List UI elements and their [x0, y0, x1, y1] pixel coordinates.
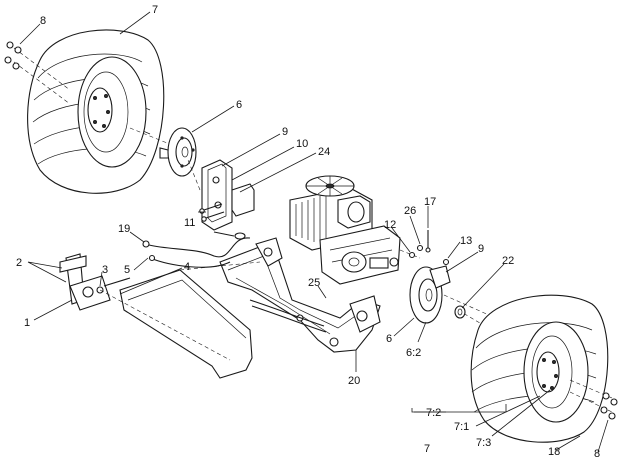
callout-6: 6 — [236, 99, 242, 111]
callout-7-3: 7:3 — [476, 437, 491, 449]
callout-9: 9 — [282, 126, 288, 138]
callout-3: 3 — [102, 264, 108, 276]
callout-12: 12 — [384, 219, 396, 231]
main-frame — [219, 237, 381, 353]
callout-5: 5 — [124, 264, 130, 276]
callout-6-2: 6:2 — [406, 347, 421, 359]
hydro-engine — [289, 175, 421, 285]
callout-4: 4 — [184, 261, 190, 273]
callout-17: 17 — [424, 196, 436, 208]
callout-2: 2 — [16, 257, 22, 269]
callout-25: 25 — [308, 277, 320, 289]
callout-26: 26 — [404, 205, 416, 217]
callout-10: 10 — [296, 138, 308, 150]
callout-8b: 8 — [594, 448, 600, 460]
hub-cap — [454, 305, 466, 319]
callout-24: 24 — [318, 146, 330, 158]
callout-9b: 9 — [478, 243, 484, 255]
brake-cable — [142, 231, 251, 268]
callout-20: 20 — [348, 375, 360, 387]
lug-nuts-left — [4, 41, 71, 105]
callout-11: 11 — [184, 217, 195, 229]
linkage-rod — [249, 299, 327, 333]
bracket-bolts — [199, 203, 225, 222]
callout-22: 22 — [502, 255, 514, 267]
right-tire — [470, 294, 609, 443]
callout-labels: 8 7 6 9 10 24 11 19 2 3 5 4 1 26 17 12 1… — [16, 4, 600, 460]
callout-6b: 6 — [386, 333, 392, 345]
callout-13: 13 — [460, 235, 472, 247]
brake-bracket — [187, 159, 255, 231]
small-fasteners — [408, 230, 450, 266]
callout-7-1: 7:1 — [454, 421, 469, 433]
callout-8: 8 — [40, 15, 46, 27]
callout-18: 18 — [548, 446, 560, 458]
leader-lines — [19, 11, 609, 453]
brake-pedal-assembly — [59, 253, 131, 311]
lug-nuts-right — [569, 379, 618, 420]
left-tire — [27, 29, 165, 194]
callout-7-2: 7:2 — [426, 407, 441, 419]
callout-7: 7 — [152, 4, 158, 16]
callout-19: 19 — [118, 223, 130, 235]
right-hub — [409, 265, 501, 336]
floor-plate — [99, 261, 261, 379]
left-hub — [129, 127, 197, 177]
callout-1: 1 — [24, 317, 30, 329]
callout-7b: 7 — [424, 443, 430, 455]
